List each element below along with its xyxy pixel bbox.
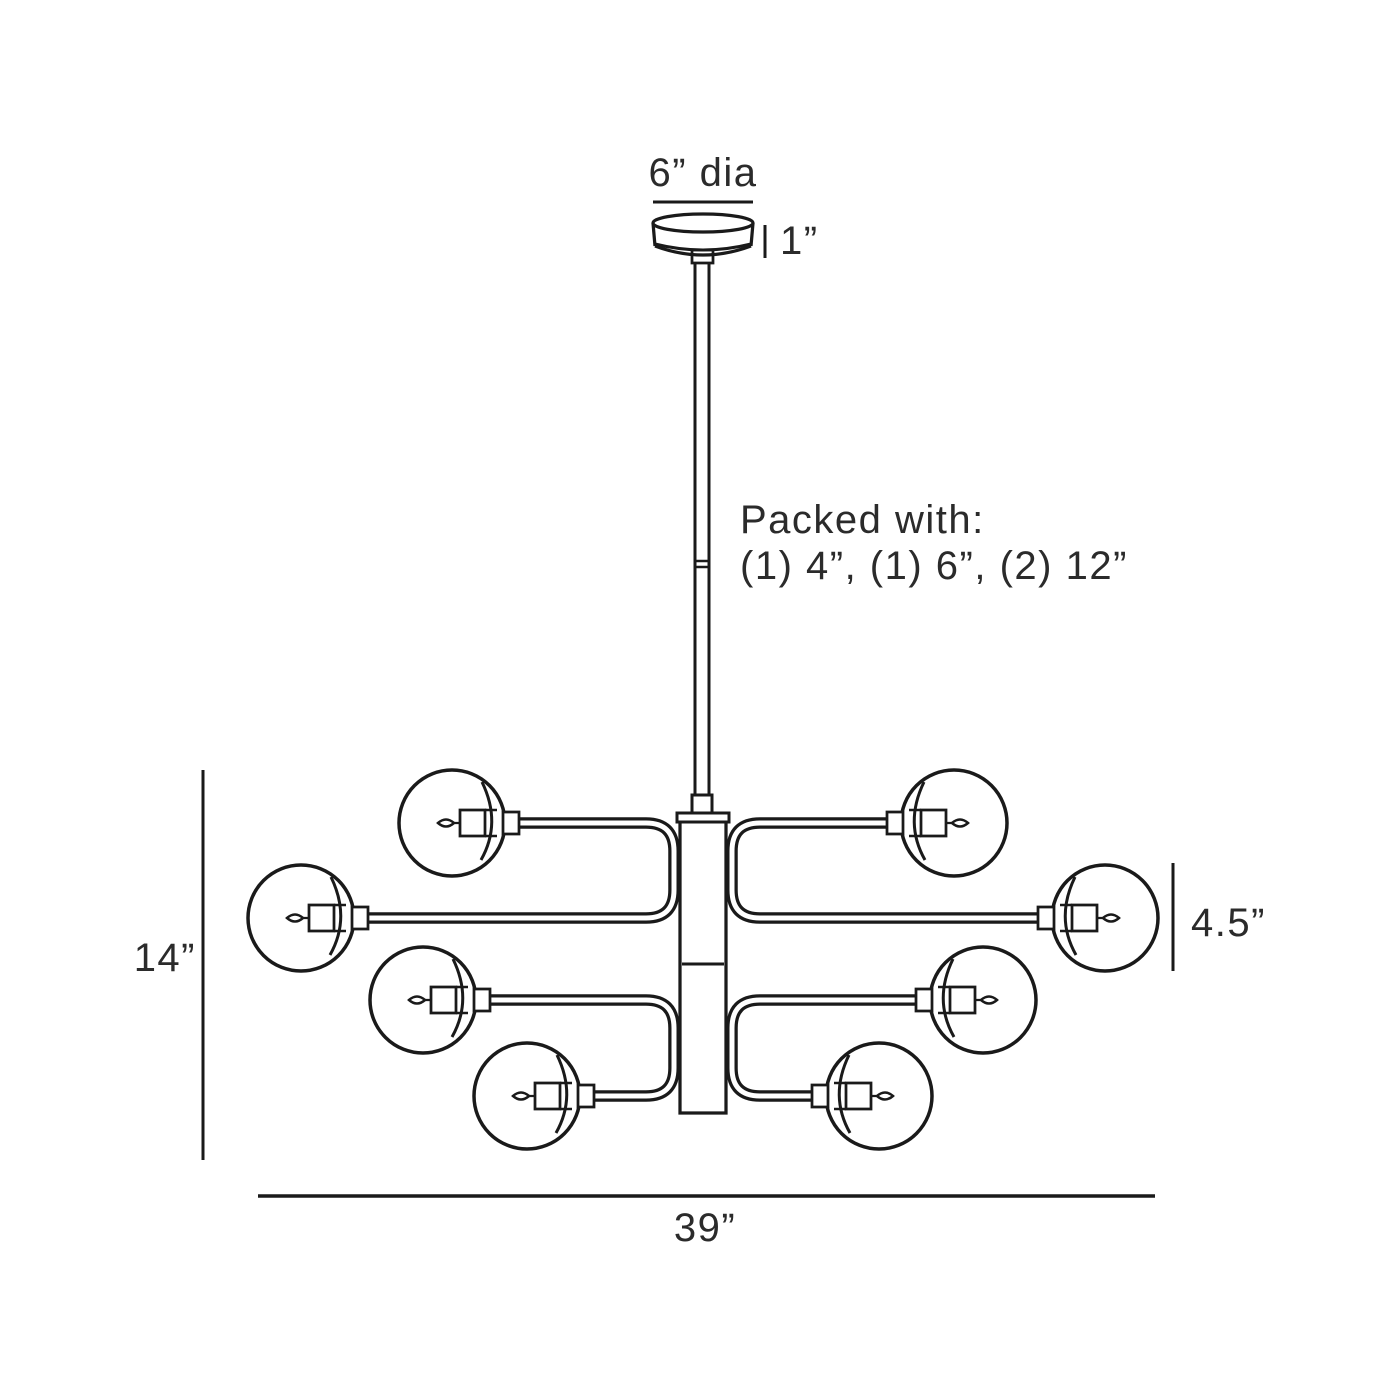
- globe-4: [1036, 863, 1160, 973]
- bulb-socket: [533, 1081, 562, 1111]
- dim-label-overall-height: 14”: [134, 936, 196, 980]
- arm-upper-left: [366, 817, 680, 924]
- packing-note-line1: Packed with:: [740, 498, 985, 542]
- bulb-socket: [919, 808, 948, 838]
- arm-coupler: [1036, 905, 1056, 931]
- arm-coupler: [914, 987, 934, 1013]
- dim-label-canopy-diameter: 6” dia: [648, 151, 757, 195]
- globe-cap-seam: [837, 1054, 852, 1134]
- bulb-flame: [950, 818, 970, 828]
- globe-8: [810, 1041, 934, 1151]
- bulb-flame: [875, 1091, 895, 1101]
- arm-coupler: [472, 987, 492, 1013]
- globe-cap-seam: [328, 876, 343, 956]
- bulb-flame: [511, 1091, 531, 1101]
- column-top-cap: [675, 811, 731, 824]
- arm-coupler: [350, 905, 370, 931]
- globes: [246, 768, 1160, 1151]
- arm-lower-left: [488, 994, 680, 1102]
- bulb-socket: [307, 903, 336, 933]
- arm-coupler: [885, 810, 905, 836]
- bulb-socket: [458, 808, 487, 838]
- arm-coupler: [810, 1083, 830, 1109]
- globe-cap-seam: [554, 1054, 569, 1134]
- canopy: [651, 212, 755, 265]
- bulb-socket: [1070, 903, 1099, 933]
- globe-2: [885, 768, 1009, 878]
- globe-cap-seam: [450, 958, 465, 1038]
- globe-cap-seam: [479, 781, 494, 861]
- packing-note-line2: (1) 4”, (1) 6”, (2) 12”: [740, 544, 1128, 588]
- dimensions: 6” dia 1” Packed with: (1) 4”, (1) 6”, (…: [134, 151, 1266, 1250]
- arms: [366, 817, 1040, 1102]
- dim-label-globe-height: 4.5”: [1191, 901, 1266, 945]
- globe-7: [472, 1041, 596, 1151]
- bulb-flame: [436, 818, 456, 828]
- globe-6: [914, 945, 1038, 1055]
- bulb-flame: [407, 995, 427, 1005]
- bulb-flame: [979, 995, 999, 1005]
- bulb-flame: [285, 913, 305, 923]
- bulb-socket: [429, 985, 458, 1015]
- dim-label-overall-width: 39”: [674, 1206, 736, 1250]
- globe-cap-seam: [1063, 876, 1078, 956]
- arm-coupler: [501, 810, 521, 836]
- arm-upper-right: [726, 817, 1040, 924]
- dim-label-canopy-height: 1”: [780, 219, 819, 263]
- globe-3: [246, 863, 370, 973]
- arm-coupler: [576, 1083, 596, 1109]
- bulb-flame: [1101, 913, 1121, 923]
- bulb-socket: [948, 985, 977, 1015]
- globe-cap-seam: [941, 958, 956, 1038]
- globe-cap-seam: [912, 781, 927, 861]
- bulb-socket: [844, 1081, 873, 1111]
- center-column: [675, 811, 731, 1115]
- hang-rod: [690, 261, 714, 821]
- arm-lower-right: [726, 994, 918, 1102]
- globe-5: [368, 945, 492, 1055]
- globe-1: [397, 768, 521, 878]
